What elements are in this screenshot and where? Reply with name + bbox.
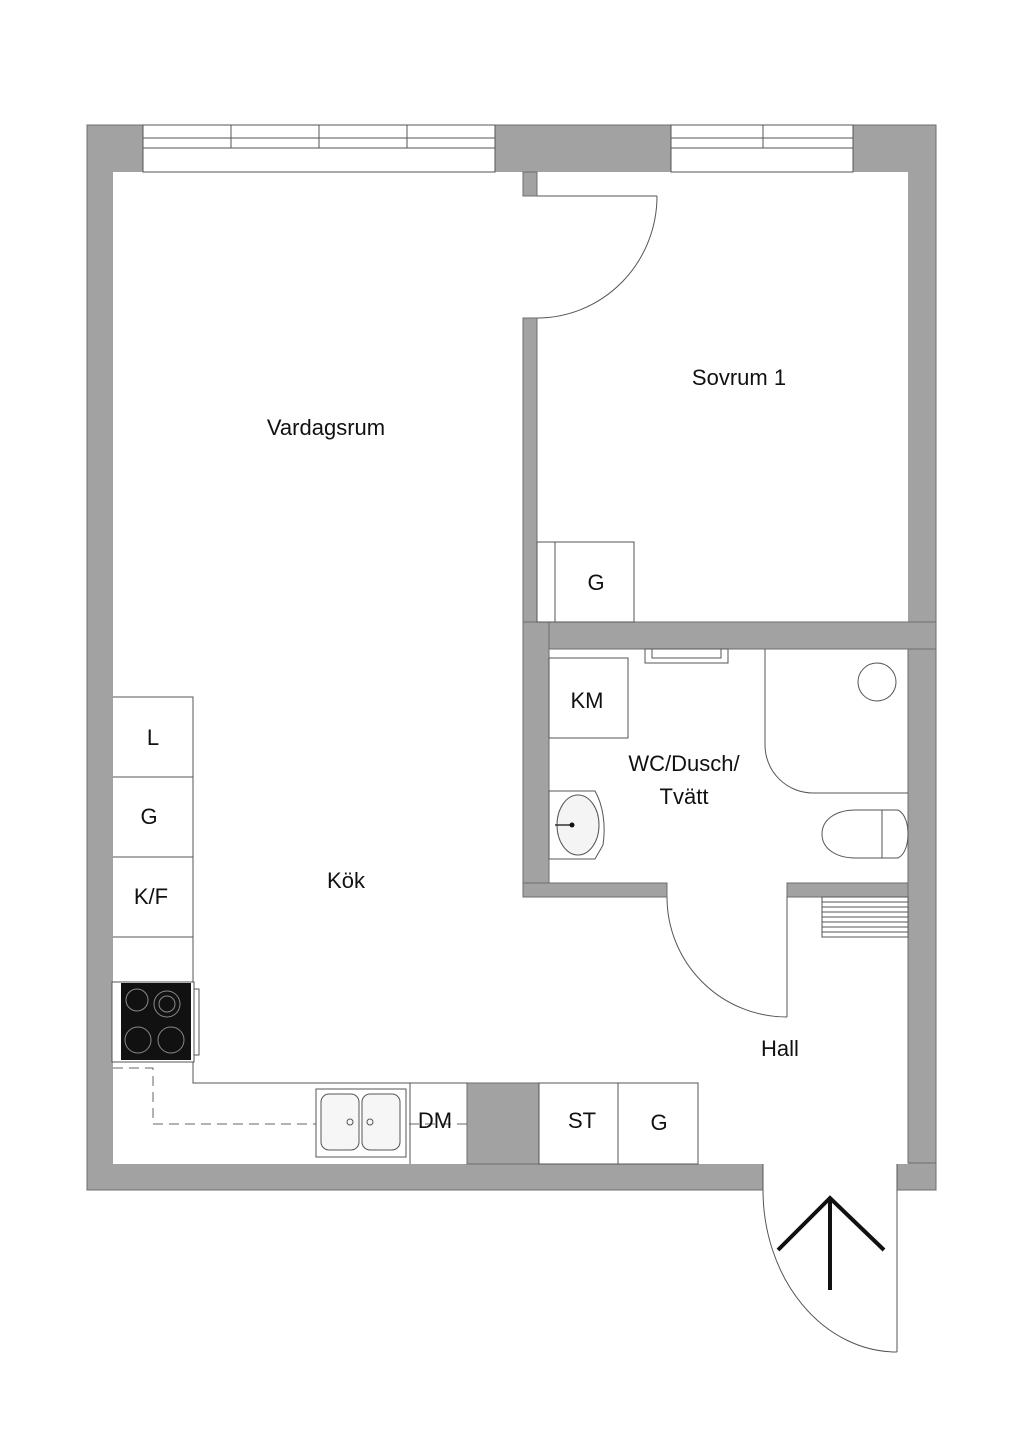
room-label-bathroom-2: Tvätt bbox=[660, 784, 709, 809]
bathroom-door bbox=[666, 896, 788, 1018]
shower-drain-icon bbox=[857, 662, 897, 702]
entrance-arrow-icon bbox=[776, 1195, 886, 1290]
radiator-icon bbox=[821, 896, 909, 938]
kitchen-sink-icon bbox=[315, 1088, 407, 1158]
window-living bbox=[142, 124, 496, 173]
washbasin-icon bbox=[548, 790, 605, 860]
window-bedroom bbox=[670, 124, 854, 173]
room-label-hall: Hall bbox=[761, 1036, 799, 1061]
bathroom-fixtures bbox=[548, 648, 909, 860]
label-kitchen-l: L bbox=[147, 725, 159, 750]
room-label-bedroom: Sovrum 1 bbox=[692, 365, 786, 390]
room-label-living: Vardagsrum bbox=[267, 415, 385, 440]
bedroom-door bbox=[536, 195, 658, 319]
kitchen-counter bbox=[113, 696, 467, 1164]
toilet-icon bbox=[821, 809, 909, 859]
shower-screen bbox=[764, 649, 908, 794]
entrance-door bbox=[762, 1164, 898, 1353]
hall-storage bbox=[538, 1082, 699, 1165]
label-dishwasher: DM bbox=[418, 1108, 452, 1133]
washing-machine bbox=[548, 657, 629, 739]
label-washing-machine: KM bbox=[571, 688, 604, 713]
label-hall-st: ST bbox=[568, 1108, 596, 1133]
room-label-bathroom: WC/Dusch/ bbox=[628, 751, 740, 776]
bedroom-wardrobe bbox=[536, 541, 635, 623]
label-kitchen-g: G bbox=[140, 804, 157, 829]
room-label-kitchen: Kök bbox=[327, 868, 366, 893]
stove-icon bbox=[111, 981, 200, 1063]
label-bedroom-wardrobe: G bbox=[587, 570, 604, 595]
label-hall-g: G bbox=[650, 1110, 667, 1135]
walls bbox=[86, 124, 937, 1191]
label-fridge-freezer: K/F bbox=[134, 884, 168, 909]
